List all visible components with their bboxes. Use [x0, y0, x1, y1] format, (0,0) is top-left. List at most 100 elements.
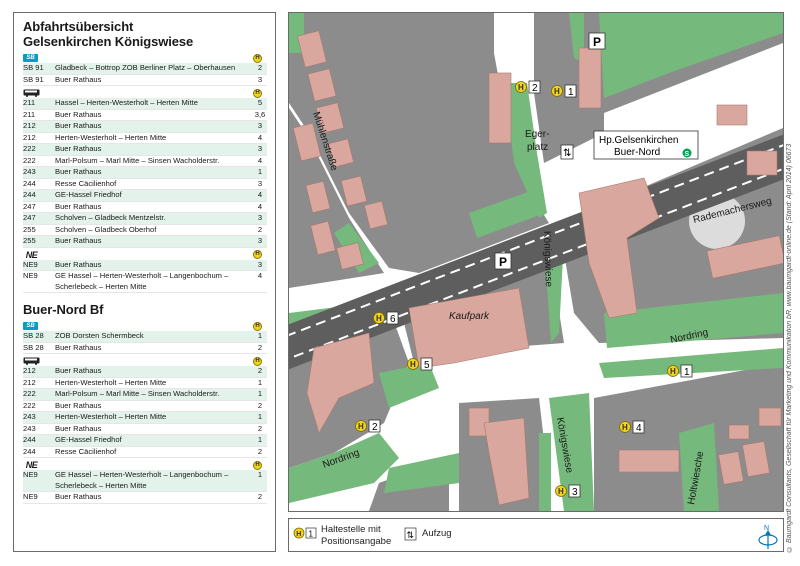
departure-line: 222	[23, 400, 36, 410]
departure-position: 1	[257, 435, 263, 444]
departure-row[interactable]: 212 Buer Rathaus 2	[23, 366, 267, 378]
departure-position: 4	[257, 155, 263, 165]
svg-text:H: H	[296, 531, 301, 538]
bus-stop-icon	[407, 358, 419, 370]
svg-text:1: 1	[309, 530, 314, 539]
departure-line: SB 28	[23, 342, 44, 352]
departure-destination: Buer Rathaus	[55, 167, 102, 176]
stop-position-box	[420, 357, 433, 371]
panel-heading: Abfahrtsübersicht	[23, 19, 134, 34]
stop-position-number: 3	[572, 487, 578, 498]
bus-stop-icon-label: H	[358, 422, 364, 431]
copyright-notice: © Baumgardt Consultants, Gesellschaft fü…	[786, 143, 793, 552]
mode-header-bus: H	[23, 356, 267, 366]
bus-stop-icon	[373, 312, 385, 324]
departure-line: NE9	[23, 271, 38, 280]
bus-stop-icon-label: H	[376, 314, 382, 323]
bus-stop-icon-label: H	[622, 423, 628, 432]
map-legend: H 1 Haltestelle mit Positionsangabe ⇅ Au…	[288, 518, 784, 552]
departure-position: 4	[257, 271, 263, 280]
station-label[interactable]: Hp.Gelsenkirchen Buer-Nord S	[593, 130, 699, 160]
svg-text:N: N	[764, 525, 769, 532]
departure-position: 3	[257, 121, 263, 130]
sb-icon: SB	[23, 54, 38, 62]
stop-title-koenigswiese: Gelsenkirchen Königswiese	[23, 34, 194, 49]
departure-position: 2	[257, 366, 263, 375]
departure-position: 1	[257, 331, 263, 340]
position-header-icon: H	[253, 53, 262, 63]
departure-line: SB 91	[23, 74, 44, 84]
departure-position: 3	[257, 236, 263, 245]
street-label-koenigswiese-north: Königswiese	[541, 231, 554, 288]
svg-text:⇅: ⇅	[407, 531, 415, 541]
stop-legend-symbol: H 1	[293, 527, 317, 539]
s-bahn-icon-label: S	[685, 151, 690, 158]
departure-line: 212	[23, 366, 36, 375]
legend-stop-label-1: Haltestelle mit	[321, 524, 381, 535]
place-label-egerplatz-2: platz	[527, 142, 548, 153]
departure-destination: Buer Rathaus	[55, 366, 102, 375]
departure-destination: Marl-Polsum – Marl Mitte – Sinsen Wachol…	[55, 389, 220, 398]
stop-position-number: 4	[636, 423, 642, 434]
departure-line: 222	[23, 144, 36, 153]
departure-position: 4	[257, 190, 263, 199]
parking-sign-kaufpark	[494, 252, 512, 270]
departure-destination: Buer Rathaus	[55, 259, 102, 269]
station-name-line2: Buer-Nord	[614, 147, 660, 158]
departure-line: 244	[23, 446, 36, 456]
bus-stop-icon	[551, 85, 563, 97]
station-name-line1: Hp.Gelsenkirchen	[599, 135, 678, 146]
departure-line: 255	[23, 224, 36, 234]
departure-line: 243	[23, 412, 36, 421]
bus-stop-icon	[667, 365, 679, 377]
departure-destination: Buer Rathaus	[55, 74, 102, 84]
departure-position: 3	[257, 259, 263, 269]
stop-position-number: 1	[684, 367, 690, 378]
place-label-egerplatz-1: Eger-	[525, 129, 549, 140]
area-map[interactable]: Mühlenstraße Rademachersweg Königswiese …	[288, 12, 784, 512]
departure-position: 3	[257, 178, 263, 188]
departure-destination: Hassel – Herten-Westerholt – Herten Mitt…	[55, 98, 198, 107]
parking-label-kaufpark: P	[499, 255, 507, 269]
